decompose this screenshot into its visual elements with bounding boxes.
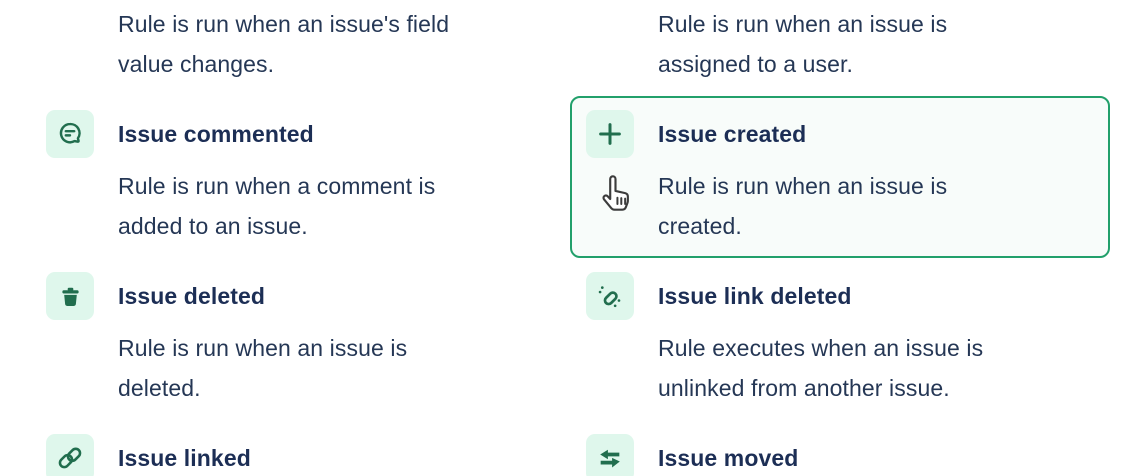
trigger-description: Rule is run when an issue is deleted. xyxy=(118,335,408,401)
comment-icon xyxy=(46,110,94,158)
trigger-option-issue-created[interactable]: Issue created Rule is run when an issue … xyxy=(570,96,1110,258)
trigger-option-issue-commented[interactable]: Issue commented Rule is run when a comme… xyxy=(30,96,570,258)
trigger-title: Issue deleted xyxy=(118,283,266,309)
trigger-option-issue-deleted[interactable]: Issue deleted Rule is run when an issue … xyxy=(30,258,570,420)
trigger-option-issue-linked[interactable]: Issue linked xyxy=(30,420,570,476)
trash-icon xyxy=(46,272,94,320)
swap-arrows-icon xyxy=(586,434,634,476)
trigger-option-issue-moved[interactable]: Issue moved xyxy=(570,420,1110,476)
trigger-title: Issue moved xyxy=(658,445,799,471)
trigger-option-field-value-changed[interactable]: Rule is run when an issue's field value … xyxy=(30,0,570,96)
trigger-description: Rule is run when a comment is added to a… xyxy=(118,173,436,239)
trigger-title: Issue created xyxy=(658,121,807,147)
trigger-title: Issue commented xyxy=(118,121,314,147)
link-icon xyxy=(46,434,94,476)
trigger-description: Rule executes when an issue is unlinked … xyxy=(658,335,984,401)
trigger-grid: Rule is run when an issue's field value … xyxy=(30,0,1110,476)
plus-icon xyxy=(586,110,634,158)
trigger-title: Issue linked xyxy=(118,445,251,471)
trigger-description: Rule is run when an issue is created. xyxy=(658,173,948,239)
trigger-option-issue-link-deleted[interactable]: Issue link deleted Rule executes when an… xyxy=(570,258,1110,420)
trigger-description: Rule is run when an issue's field value … xyxy=(118,11,450,77)
trigger-option-issue-assigned[interactable]: Rule is run when an issue is assigned to… xyxy=(570,0,1110,96)
broken-link-icon xyxy=(586,272,634,320)
trigger-description: Rule is run when an issue is assigned to… xyxy=(658,11,948,77)
trigger-title: Issue link deleted xyxy=(658,283,852,309)
